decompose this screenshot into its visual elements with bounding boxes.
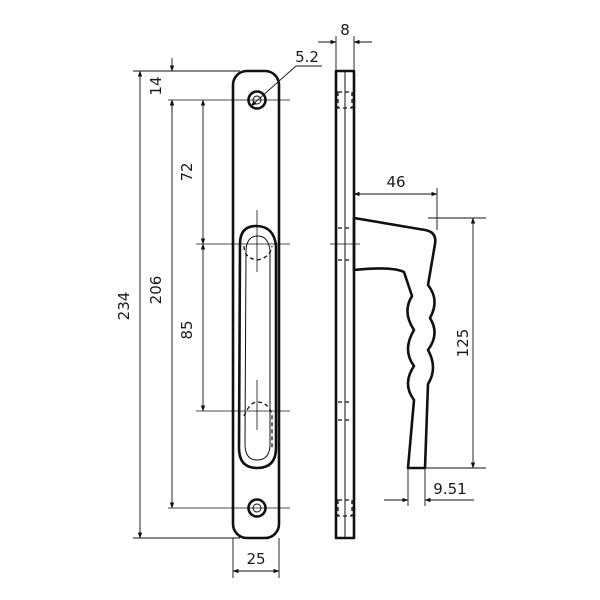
dim-handle-length: 125 xyxy=(454,329,472,358)
side-view xyxy=(330,69,437,540)
dim-lower-segment: 85 xyxy=(178,320,196,339)
dim-handle-projection: 46 xyxy=(386,173,405,191)
dim-5-2-leader xyxy=(250,65,297,107)
dim-overall-length: 234 xyxy=(115,292,133,321)
front-plate-outline xyxy=(231,69,281,540)
dimensions: 234 206 14 72 85 5.2 25 8 46 xyxy=(115,21,486,578)
front-handle-inner xyxy=(244,235,271,461)
side-bottom-screw-detail xyxy=(337,499,353,517)
side-hidden-lines xyxy=(338,227,352,421)
side-top-screw-detail xyxy=(337,91,353,109)
dim-top-offset: 14 xyxy=(147,76,165,95)
dim-plate-width: 25 xyxy=(246,550,265,568)
front-handle-dashed-bottom xyxy=(243,401,273,448)
dim-top-thickness: 8 xyxy=(340,21,350,39)
dim-upper-segment: 72 xyxy=(178,162,196,181)
side-handle-profile xyxy=(352,216,437,470)
dim-handle-tip-width: 9.51 xyxy=(433,480,466,498)
dim-screw-spacing: 206 xyxy=(147,276,165,305)
front-view xyxy=(168,69,290,540)
front-handle-outline xyxy=(237,224,278,470)
dim-screw-hole: 5.2 xyxy=(295,48,319,66)
front-handle-dashed-top xyxy=(243,245,273,261)
